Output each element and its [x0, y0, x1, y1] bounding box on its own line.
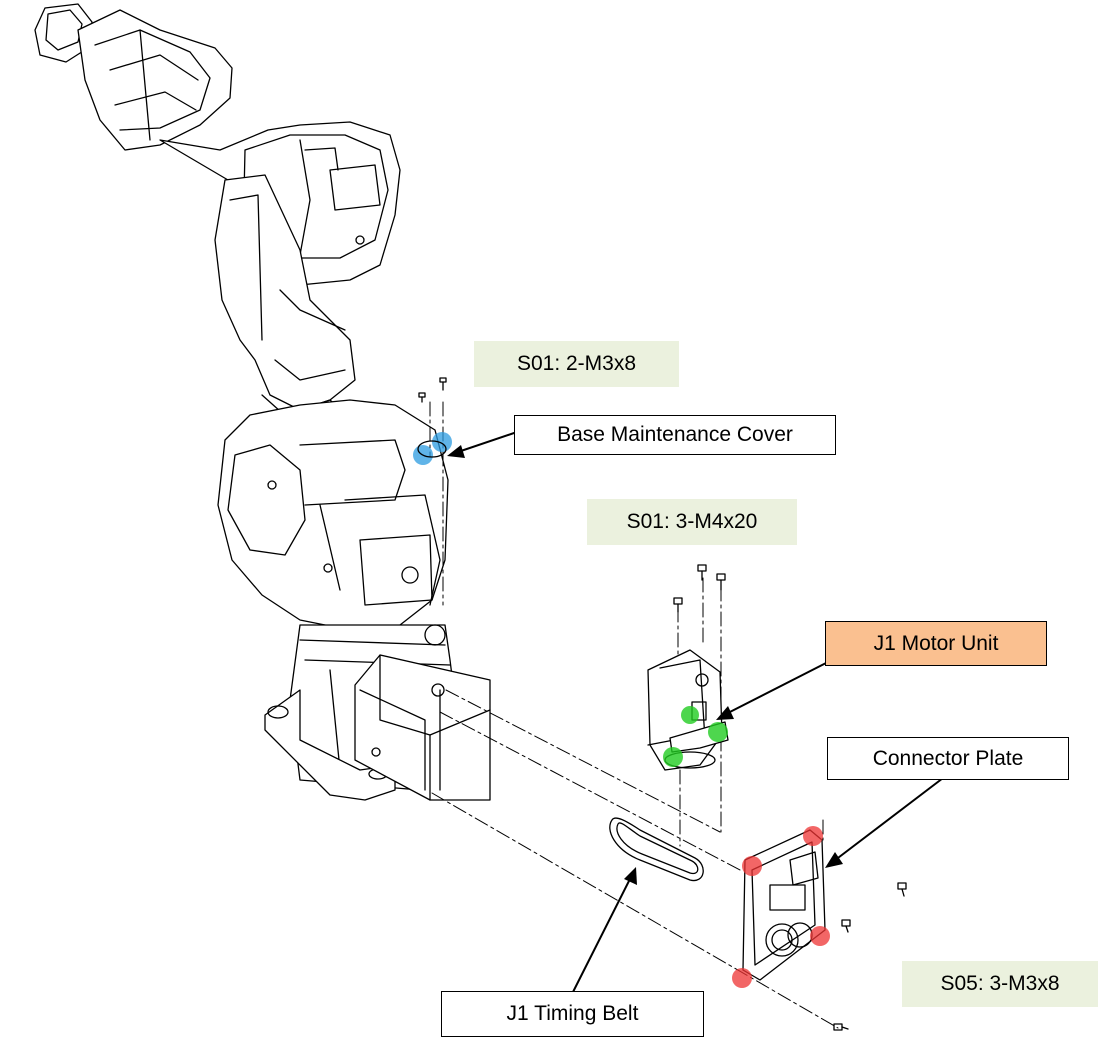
label-screws-connector-plate: S05: 3-M3x8 [902, 961, 1098, 1007]
connector-plate [732, 826, 830, 988]
j1-motor-unit [647, 649, 729, 771]
screws-top-cover [418, 377, 447, 403]
leader-arrows [447, 431, 948, 993]
arrow-motor-unit [716, 661, 829, 720]
label-j1-motor-unit: J1 Motor Unit [825, 621, 1047, 666]
arrow-timing-belt [572, 867, 637, 993]
shoulder-joint [217, 399, 449, 631]
label-connector-plate: Connector Plate [827, 737, 1069, 780]
screw [841, 919, 851, 933]
label-base-maintenance-cover: Base Maintenance Cover [514, 415, 836, 455]
label-j1-timing-belt: J1 Timing Belt [441, 991, 704, 1037]
robot-arm [34, 3, 491, 801]
screw [897, 882, 907, 897]
screw [418, 392, 426, 403]
label-screws-top: S01: 2-M3x8 [474, 341, 679, 387]
j1-timing-belt [609, 817, 704, 882]
screw [673, 597, 683, 613]
forearm [77, 9, 233, 151]
screws-motor [673, 564, 726, 613]
screw [697, 564, 707, 581]
arrow-base-cover [447, 431, 518, 458]
screw [833, 1023, 849, 1031]
arrow-connector-plate [825, 774, 948, 868]
screw [439, 377, 447, 391]
screws-connector-plate [833, 882, 907, 1031]
screw [716, 573, 726, 591]
label-screws-motor: S01: 3-M4x20 [587, 499, 797, 545]
base-maintenance-cover [413, 432, 452, 465]
